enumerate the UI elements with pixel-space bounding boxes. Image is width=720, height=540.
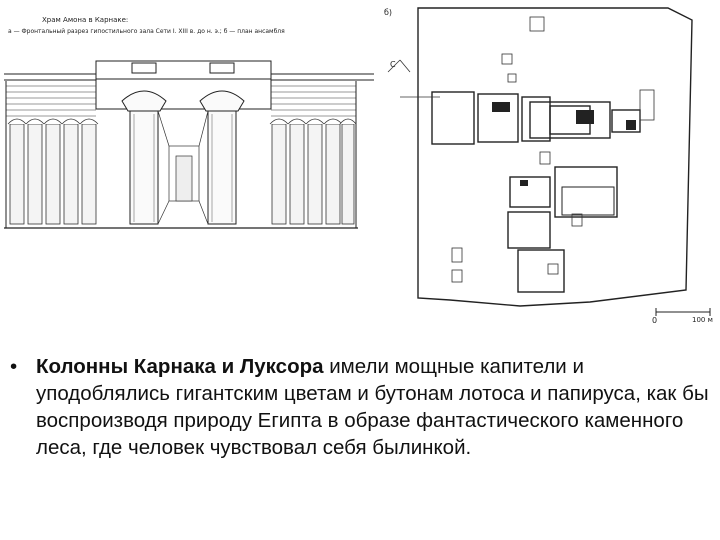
bullet-symbol: • (10, 355, 18, 378)
hypostyle-section-drawing: Храм Амона в Карнаке: а — Фронтальный ра… (4, 6, 374, 231)
bullet-text: Колонны Карнака и Луксора имели мощные к… (36, 353, 710, 461)
figure-caption-title: Храм Амона в Карнаке: (42, 16, 129, 24)
bullet-body: имели мощные капители и уподоблялись гиг… (36, 355, 709, 459)
figure-caption-subtitle: а — Фронтальный разрез гипостильного зал… (8, 28, 285, 35)
scale-max-label: 100 м (692, 316, 713, 324)
temple-plan-svg (387, 7, 711, 316)
plan-label-b: б) (384, 8, 393, 17)
temple-plan-drawing: б) С 0 100 м (380, 2, 716, 332)
bullet-bold-lead: Колонны Карнака и Луксора (36, 355, 324, 378)
bullet-paragraph: • Колонны Карнака и Луксора имели мощные… (10, 353, 710, 461)
scale-zero-label: 0 (652, 316, 658, 325)
hypostyle-svg (4, 60, 374, 229)
north-label: С (390, 60, 396, 69)
